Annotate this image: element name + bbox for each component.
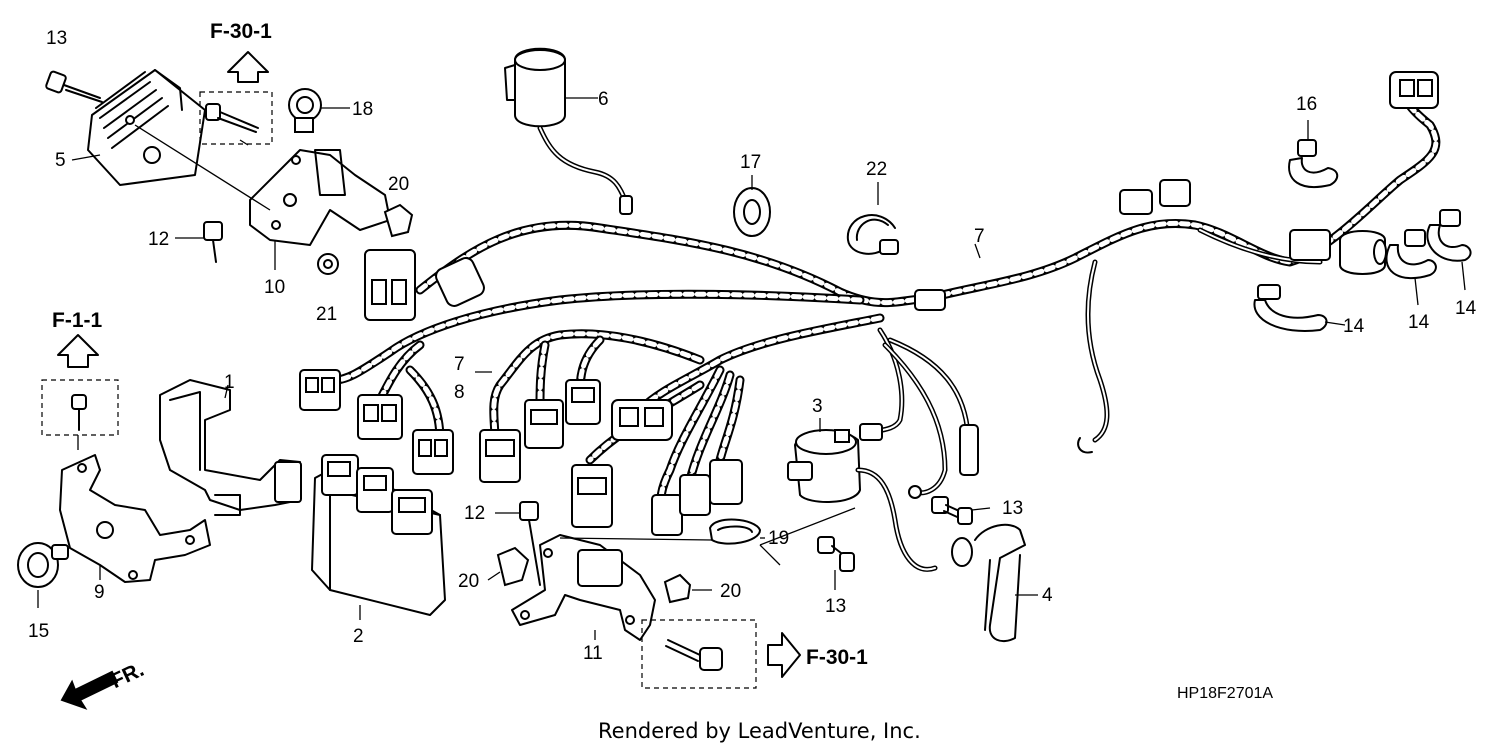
- callout-5[interactable]: 5: [55, 150, 66, 171]
- bolt-f30-top: [199, 91, 273, 145]
- callout-7[interactable]: 7: [454, 354, 465, 375]
- clip-20-right: [663, 573, 692, 604]
- callout-4[interactable]: 4: [1042, 585, 1053, 606]
- callout-16[interactable]: 16: [1296, 94, 1317, 115]
- diagram-code: HP18F2701A: [1177, 685, 1273, 702]
- callout-19[interactable]: 19: [768, 528, 789, 549]
- callout-2[interactable]: 2: [353, 626, 364, 647]
- control-unit-2: [311, 454, 446, 616]
- callout-13[interactable]: 13: [825, 596, 846, 617]
- plug-cap-4: [951, 523, 1026, 643]
- right-arrow-f30-bottom: [767, 632, 801, 678]
- harness-connectors: [299, 71, 1439, 536]
- callout-10[interactable]: 10: [264, 277, 285, 298]
- callout-14[interactable]: 14: [1408, 312, 1430, 333]
- clamp-15: [17, 542, 69, 588]
- ref-f11[interactable]: F-1-1: [52, 309, 102, 332]
- clip-20-left: [496, 546, 530, 587]
- up-arrow-f30-top: [227, 51, 269, 83]
- callout-22[interactable]: 22: [866, 159, 887, 180]
- callout-8[interactable]: 8: [454, 382, 465, 403]
- credit-footer: Rendered by LeadVenture, Inc.: [598, 719, 921, 743]
- clamp-19: [709, 518, 761, 545]
- branch-wires: [869, 227, 1323, 496]
- callout-3[interactable]: 3: [812, 396, 823, 417]
- callout-numbers: 13 5 18 20 12 10 21 6 17 22 7 16 14 14 1…: [28, 28, 1477, 664]
- bracket-11: [511, 534, 656, 641]
- bracket-10: [134, 124, 391, 246]
- callout-13[interactable]: 13: [46, 28, 67, 49]
- leader-lines: [37, 97, 1466, 640]
- bands-14: [1253, 209, 1472, 332]
- front-arrow: [60, 670, 119, 710]
- callout-14[interactable]: 14: [1343, 316, 1365, 337]
- callout-11[interactable]: 11: [583, 643, 603, 664]
- callout-9[interactable]: 9: [94, 582, 105, 603]
- callout-18[interactable]: 18: [352, 99, 373, 120]
- callout-6[interactable]: 6: [598, 89, 609, 110]
- starter-relay-3: [787, 429, 938, 572]
- callout-17[interactable]: 17: [740, 152, 761, 173]
- bolt-f30-bottom: [641, 619, 757, 689]
- bolt-13-top: [45, 70, 103, 103]
- bolt-f11: [41, 379, 119, 436]
- capacitor-6: [504, 47, 633, 215]
- band-22: [846, 214, 899, 255]
- callout-21[interactable]: 21: [316, 304, 337, 325]
- bolt-13-right: [931, 496, 973, 525]
- clip-20-top: [383, 203, 414, 238]
- callout-12[interactable]: 12: [464, 503, 485, 524]
- callout-1[interactable]: 1: [224, 372, 235, 393]
- callout-20[interactable]: 20: [458, 571, 479, 592]
- callout-20[interactable]: 20: [388, 174, 409, 195]
- band-16: [1288, 139, 1339, 188]
- callout-20[interactable]: 20: [720, 581, 741, 602]
- ref-f30-top[interactable]: F-30-1: [210, 20, 272, 43]
- ref-f30-bottom[interactable]: F-30-1: [806, 646, 868, 669]
- up-arrow-f11: [57, 334, 99, 368]
- callout-7[interactable]: 7: [974, 226, 985, 247]
- callout-14[interactable]: 14: [1455, 298, 1477, 319]
- front-marker-label: FR.: [107, 658, 147, 693]
- callout-12[interactable]: 12: [148, 229, 169, 250]
- bolt-12-bottom: [519, 501, 541, 586]
- grommet-17: [733, 187, 771, 237]
- regulator-rectifier: [87, 69, 206, 186]
- bolt-13-bottom: [817, 536, 855, 572]
- bracket-9: [59, 454, 211, 583]
- clamp-18: [288, 88, 322, 133]
- bolt-12-top: [203, 221, 223, 263]
- callout-15[interactable]: 15: [28, 621, 49, 642]
- nut-21: [317, 253, 339, 275]
- cover-1: [159, 379, 302, 516]
- callout-13[interactable]: 13: [1002, 498, 1023, 519]
